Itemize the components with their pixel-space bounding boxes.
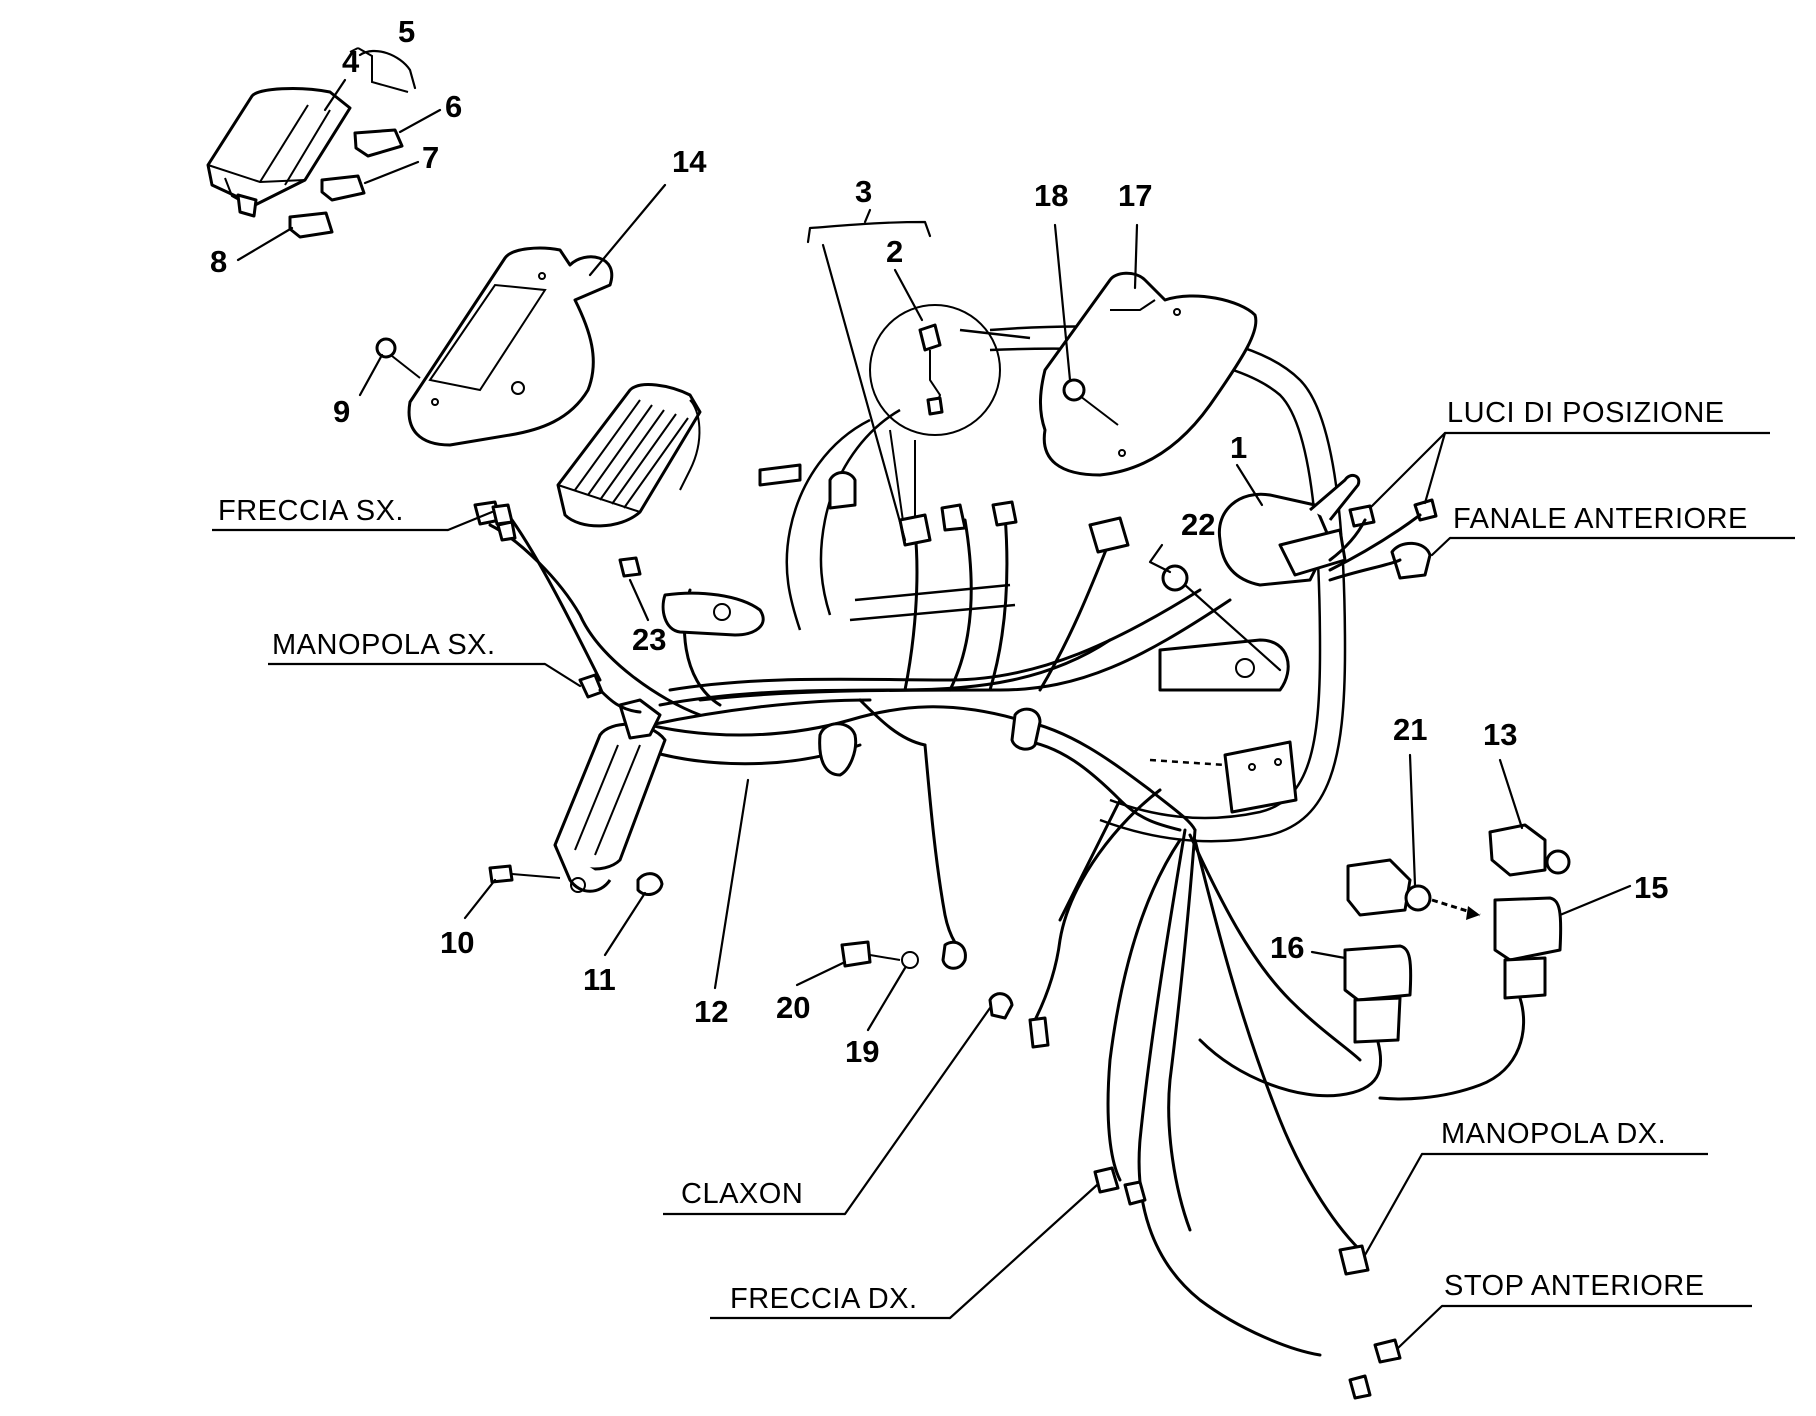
screw-18 (1062, 378, 1086, 402)
fuse-clip-6 (353, 128, 404, 158)
callout-18: 18 (1034, 178, 1068, 213)
label-stop-anteriore: STOP ANTERIORE (1444, 1270, 1705, 1302)
fuse-clip-7 (320, 174, 366, 202)
callout-1: 1 (1230, 430, 1247, 465)
connector-labels: LUCI DI POSIZIONE FANALE ANTERIORE FRECC… (212, 397, 1795, 1350)
bolt-20 (840, 940, 872, 968)
fuse-clip-8 (288, 211, 334, 239)
label-luci-di-posizione: LUCI DI POSIZIONE (1447, 397, 1725, 429)
callout-3: 3 (855, 174, 872, 209)
callout-16: 16 (1270, 930, 1304, 965)
callout-10: 10 (440, 925, 474, 960)
nut-11 (636, 872, 664, 897)
callout-13: 13 (1483, 717, 1517, 752)
callout-15: 15 (1634, 870, 1668, 905)
right-cover-17 (1039, 271, 1258, 477)
right-light-connectors (1328, 498, 1438, 582)
relay-15 (1493, 896, 1563, 962)
screw-9 (375, 337, 421, 379)
callout-20: 20 (776, 990, 810, 1025)
label-manopola-sx: MANOPOLA SX. (272, 629, 496, 661)
callout-19: 19 (845, 1034, 879, 1069)
label-freccia-dx: FRECCIA DX. (730, 1283, 918, 1315)
screw-10 (488, 864, 514, 884)
callout-5: 5 (398, 14, 415, 49)
label-manopola-dx: MANOPOLA DX. (1441, 1118, 1666, 1150)
relays (1198, 823, 1571, 1101)
callout-11: 11 (583, 962, 616, 997)
washer-19 (901, 951, 919, 969)
label-freccia-sx: FRECCIA SX. (218, 495, 404, 527)
callout-8: 8 (210, 244, 227, 279)
left-connectors (491, 503, 642, 714)
ignition-switch-1 (1161, 473, 1361, 592)
callout-14: 14 (672, 144, 707, 179)
callout-12: 12 (694, 994, 728, 1029)
callout-23: 23 (632, 622, 666, 657)
left-control-unit (488, 698, 667, 897)
callout-numbers: 1 2 3 4 5 6 7 8 9 10 11 12 13 14 15 16 (210, 14, 1668, 1069)
relay-socket-13 (1488, 823, 1547, 877)
label-claxon: CLAXON (681, 1178, 803, 1210)
fuse-box-assembly (206, 47, 409, 239)
callout-9: 9 (333, 394, 350, 429)
relay-16 (1343, 944, 1413, 1002)
callout-6: 6 (445, 89, 462, 124)
callout-4: 4 (342, 44, 360, 79)
lower-harness (840, 740, 1402, 1400)
callout-22: 22 (1181, 507, 1215, 542)
left-cover-14 (407, 246, 614, 447)
nut-23 (618, 556, 642, 578)
fuse-block (556, 383, 702, 528)
relay-socket-21 (1346, 858, 1412, 917)
callout-21: 21 (1393, 712, 1427, 747)
callout-7: 7 (422, 140, 439, 175)
label-fanale-anteriore: FANALE ANTERIORE (1453, 503, 1748, 535)
callout-2: 2 (886, 234, 903, 269)
wiring-harness-12 (473, 500, 1290, 832)
callout-17: 17 (1118, 178, 1152, 213)
connector-detail-2 (869, 304, 1001, 536)
